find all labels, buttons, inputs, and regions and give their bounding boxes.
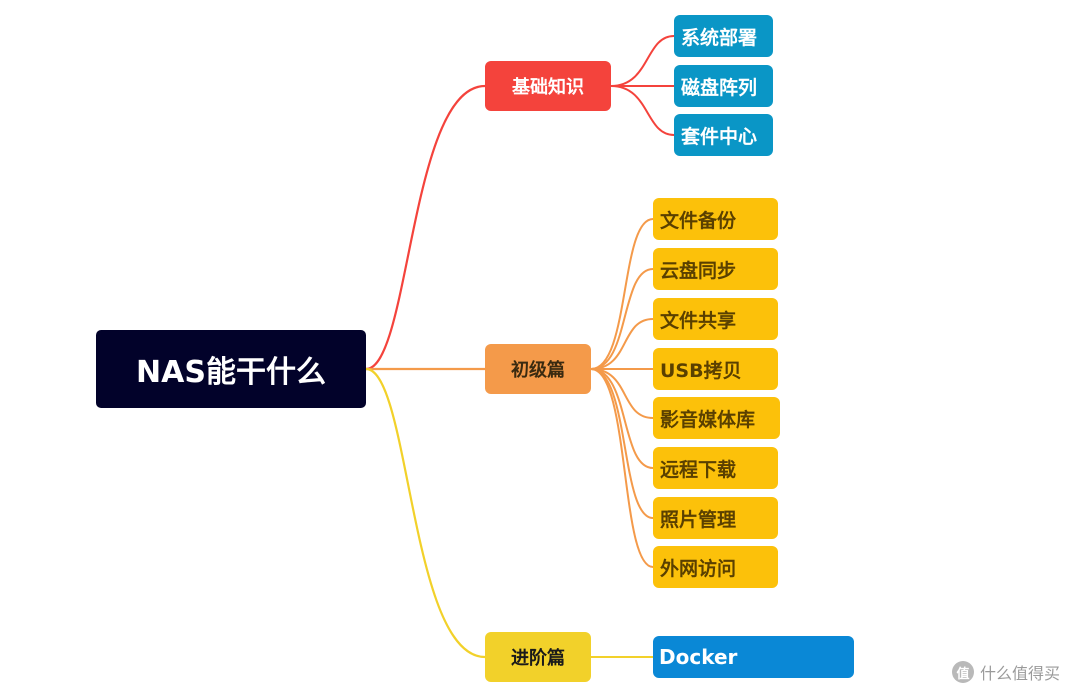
leaf-disk-array[interactable]: 磁盘阵列 <box>674 65 773 107</box>
watermark: 值 什么值得买 <box>952 660 1060 684</box>
leaf-file-backup[interactable]: 文件备份 <box>653 198 778 240</box>
leaf-remote-download[interactable]: 远程下载 <box>653 447 778 489</box>
leaf-label: 照片管理 <box>660 508 737 531</box>
branch-advanced[interactable]: 进阶篇 <box>485 632 591 682</box>
connector-junior-6 <box>590 368 654 519</box>
leaf-external-access[interactable]: 外网访问 <box>653 546 778 588</box>
branch-label: 基础知识 <box>512 77 584 98</box>
leaf-label: USB拷贝 <box>660 359 742 382</box>
root-node[interactable]: NAS能干什么 <box>96 330 366 408</box>
connector-basic-2 <box>610 85 675 136</box>
connector-junior-4 <box>590 368 654 419</box>
leaf-usb-copy[interactable]: USB拷贝 <box>653 348 778 390</box>
leaf-label: 文件共享 <box>660 309 737 332</box>
connector-junior-2 <box>590 318 654 370</box>
leaf-label: 文件备份 <box>660 209 737 232</box>
leaf-label: 套件中心 <box>681 125 758 148</box>
connector-root-basic <box>365 84 486 371</box>
branch-junior[interactable]: 初级篇 <box>485 344 591 394</box>
leaf-cloud-sync[interactable]: 云盘同步 <box>653 248 778 290</box>
leaf-docker[interactable]: Docker <box>653 636 854 678</box>
watermark-text: 什么值得买 <box>980 664 1061 683</box>
leaf-label: 影音媒体库 <box>660 408 756 431</box>
leaf-label: Docker <box>659 645 738 669</box>
leaf-label: 云盘同步 <box>660 259 737 282</box>
leaf-package-center[interactable]: 套件中心 <box>674 114 773 156</box>
connector-root-advanced <box>365 367 486 659</box>
connector-basic-0 <box>610 35 675 87</box>
leaf-label: 磁盘阵列 <box>681 76 758 99</box>
leaf-photo-management[interactable]: 照片管理 <box>653 497 778 539</box>
leaf-label: 远程下载 <box>660 458 737 481</box>
branch-basic-knowledge[interactable]: 基础知识 <box>485 61 611 111</box>
connector-junior-5 <box>590 368 654 469</box>
leaf-system-deploy[interactable]: 系统部署 <box>674 15 773 57</box>
connector-junior-7 <box>590 368 654 568</box>
connector-junior-1 <box>590 268 654 370</box>
branch-label: 初级篇 <box>511 360 565 381</box>
smzdm-logo-icon: 值 <box>952 661 974 683</box>
root-label: NAS能干什么 <box>136 355 326 390</box>
leaf-file-sharing[interactable]: 文件共享 <box>653 298 778 340</box>
leaf-media-library[interactable]: 影音媒体库 <box>653 397 780 439</box>
leaf-label: 外网访问 <box>660 557 737 580</box>
connector-junior-0 <box>590 218 654 370</box>
branch-label: 进阶篇 <box>511 648 565 669</box>
leaf-label: 系统部署 <box>681 26 758 49</box>
